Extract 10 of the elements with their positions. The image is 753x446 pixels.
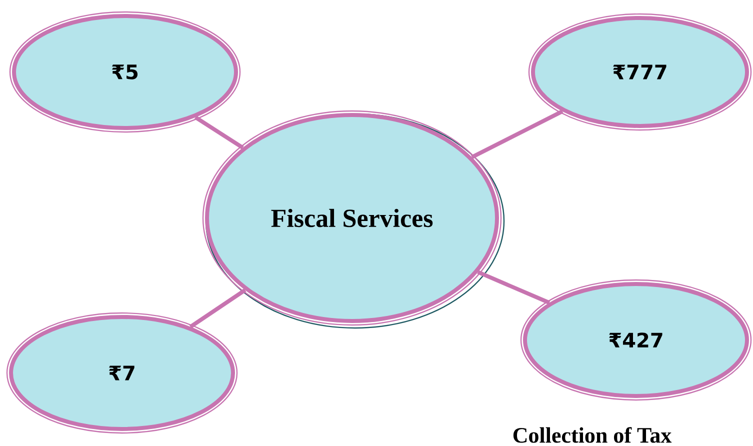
ellipse-node: ₹427 xyxy=(520,279,752,401)
ellipse-node: ₹777 xyxy=(528,13,752,131)
connector-line xyxy=(470,110,564,159)
connector-line xyxy=(477,270,550,305)
ellipse-node: ₹7 xyxy=(6,312,238,434)
connector-line xyxy=(194,116,244,150)
caption-text: Collection of Tax xyxy=(513,427,672,443)
ellipse-node: ₹5 xyxy=(9,11,241,133)
connector-line xyxy=(189,288,246,328)
ellipse-node: Fiscal Services xyxy=(202,110,505,329)
